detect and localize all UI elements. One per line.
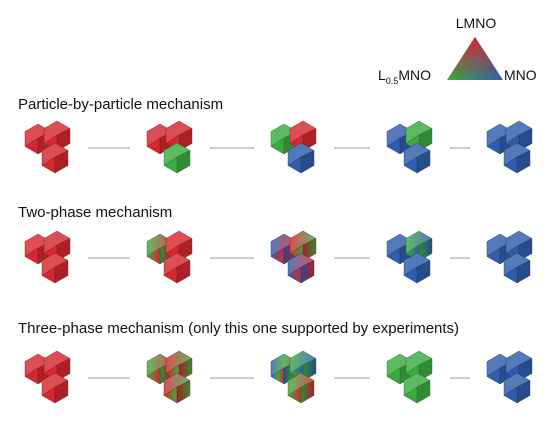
particle-3 (41, 252, 69, 284)
cluster-row1-stage3 (270, 120, 317, 174)
cluster-row3-stage2 (146, 350, 193, 404)
legend-label-l05mno: L0.5MNO (378, 67, 431, 86)
cluster-row3-stage1 (24, 350, 71, 404)
legend: LMNO L0.5MNO MNO (378, 15, 537, 86)
cluster-row3-stage4 (386, 350, 433, 404)
particle-3 (287, 252, 315, 284)
legend-label-mno: MNO (504, 67, 537, 83)
particle-3 (503, 372, 531, 404)
arrows-layer (88, 147, 470, 379)
particle-2 (43, 230, 71, 262)
cluster-row2-stage2 (146, 230, 193, 284)
particle-3 (41, 372, 69, 404)
cluster-row2-stage3 (270, 230, 317, 284)
cluster-row3-stage3 (270, 350, 317, 404)
particle-3 (41, 142, 69, 174)
cluster-row1-stage1 (24, 120, 71, 174)
particle-3 (403, 142, 431, 174)
particle-3 (163, 372, 191, 404)
cluster-row2-stage5 (486, 230, 533, 284)
cluster-row1-stage5 (486, 120, 533, 174)
particle-2 (43, 350, 71, 382)
particle-3 (287, 142, 315, 174)
cluster-row1-stage4 (386, 120, 433, 174)
particle-3 (163, 142, 191, 174)
particle-3 (503, 252, 531, 284)
cluster-row2-stage1 (24, 230, 71, 284)
particle-3 (403, 372, 431, 404)
particle-2 (289, 120, 317, 152)
particle-3 (403, 252, 431, 284)
row-title-three-phase: Three-phase mechanism (only this one sup… (18, 320, 459, 337)
cluster-row3-stage5 (486, 350, 533, 404)
row-title-particle-by-particle: Particle-by-particle mechanism (18, 96, 223, 113)
stages-layer (24, 120, 533, 404)
legend-triangle (447, 37, 503, 80)
row-title-two-phase: Two-phase mechanism (18, 204, 172, 221)
particle-3 (503, 142, 531, 174)
cluster-row1-stage2 (146, 120, 193, 174)
legend-label-lmno: LMNO (456, 15, 497, 31)
cluster-row2-stage4 (386, 230, 433, 284)
particle-2 (505, 230, 533, 262)
particle-3 (287, 372, 315, 404)
particle-3 (163, 252, 191, 284)
particle-2 (405, 350, 433, 382)
